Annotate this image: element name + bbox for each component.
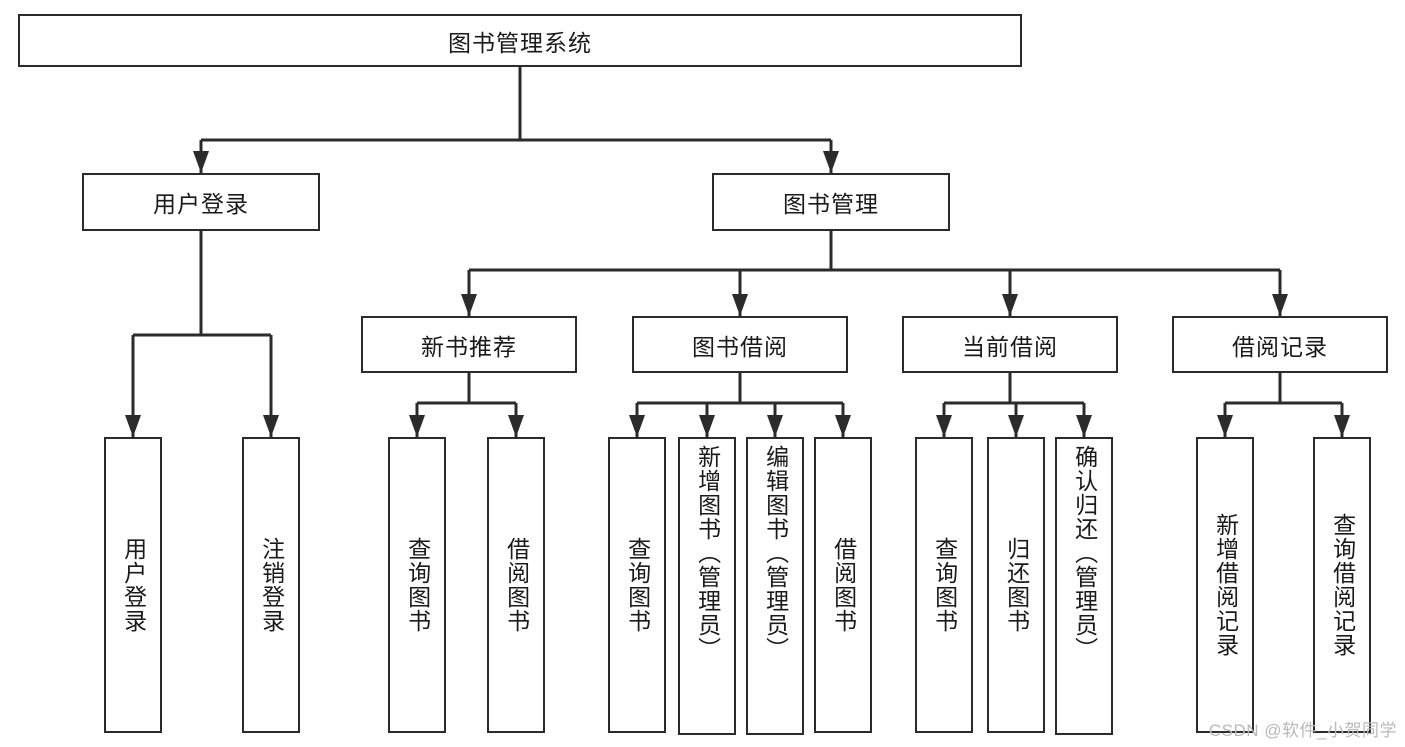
node-book-manage[interactable]: 图书管理 bbox=[712, 173, 950, 231]
arrowhead-icon bbox=[1334, 415, 1350, 437]
arrowhead-icon bbox=[1008, 415, 1024, 437]
node-leaf-add-record[interactable]: 新增借阅记录 bbox=[1196, 437, 1254, 733]
node-label: 新增图书（管理员） bbox=[694, 445, 721, 661]
node-label: 新书推荐 bbox=[421, 333, 517, 360]
arrowhead-icon bbox=[409, 415, 425, 437]
node-label: 查询图书 bbox=[624, 537, 651, 633]
arrowhead-icon bbox=[1217, 415, 1233, 437]
arrowhead-icon bbox=[732, 294, 748, 316]
arrowhead-icon bbox=[1272, 294, 1288, 316]
node-leaf-add-book[interactable]: 新增图书（管理员） bbox=[678, 437, 736, 735]
arrowhead-icon bbox=[767, 415, 783, 437]
arrowhead-icon bbox=[125, 415, 141, 437]
arrowhead-icon bbox=[508, 415, 524, 437]
arrowhead-icon bbox=[699, 415, 715, 437]
node-label: 查询借阅记录 bbox=[1329, 513, 1356, 657]
node-label: 查询图书 bbox=[931, 537, 958, 633]
node-leaf-query-book-3[interactable]: 查询图书 bbox=[915, 437, 973, 733]
node-label: 借阅记录 bbox=[1232, 333, 1328, 360]
arrowhead-icon bbox=[823, 151, 839, 173]
node-leaf-edit-book[interactable]: 编辑图书（管理员） bbox=[746, 437, 804, 735]
node-borrow-record[interactable]: 借阅记录 bbox=[1172, 316, 1388, 373]
node-current-borrow[interactable]: 当前借阅 bbox=[902, 316, 1118, 373]
arrowhead-icon bbox=[193, 151, 209, 173]
node-leaf-borrow-book-2[interactable]: 借阅图书 bbox=[814, 437, 872, 733]
node-label: 用户登录 bbox=[120, 537, 147, 633]
node-user-login[interactable]: 用户登录 bbox=[82, 173, 320, 231]
node-label: 图书借阅 bbox=[692, 333, 788, 360]
arrowhead-icon bbox=[1076, 415, 1092, 437]
node-label: 编辑图书（管理员） bbox=[762, 445, 789, 661]
node-new-book-rec[interactable]: 新书推荐 bbox=[361, 316, 577, 373]
node-label: 借阅图书 bbox=[830, 537, 857, 633]
node-label: 查询图书 bbox=[404, 537, 431, 633]
node-label: 确认归还（管理员） bbox=[1071, 445, 1098, 661]
arrowhead-icon bbox=[835, 415, 851, 437]
arrowhead-icon bbox=[629, 415, 645, 437]
node-label: 借阅图书 bbox=[503, 537, 530, 633]
arrowhead-icon bbox=[263, 415, 279, 437]
node-leaf-query-book-1[interactable]: 查询图书 bbox=[388, 437, 446, 733]
node-label: 归还图书 bbox=[1003, 537, 1030, 633]
watermark: CSDN @软件_小贺同学 bbox=[1208, 721, 1397, 740]
node-leaf-query-record[interactable]: 查询借阅记录 bbox=[1313, 437, 1371, 733]
arrowhead-icon bbox=[1002, 294, 1018, 316]
node-leaf-user-logout[interactable]: 注销登录 bbox=[242, 437, 300, 733]
node-leaf-return-book[interactable]: 归还图书 bbox=[987, 437, 1045, 733]
node-label: 图书管理 bbox=[783, 191, 879, 217]
node-book-borrow[interactable]: 图书借阅 bbox=[632, 316, 848, 373]
arrowhead-icon bbox=[936, 415, 952, 437]
node-label: 注销登录 bbox=[258, 537, 285, 633]
node-leaf-query-book-2[interactable]: 查询图书 bbox=[608, 437, 666, 733]
node-label: 当前借阅 bbox=[962, 333, 1058, 360]
node-leaf-user-login[interactable]: 用户登录 bbox=[104, 437, 162, 733]
node-root[interactable]: 图书管理系统 bbox=[18, 14, 1022, 67]
node-label: 用户登录 bbox=[153, 191, 249, 217]
node-leaf-borrow-book-1[interactable]: 借阅图书 bbox=[487, 437, 545, 733]
arrowhead-icon bbox=[461, 294, 477, 316]
node-label: 新增借阅记录 bbox=[1212, 513, 1239, 657]
node-leaf-confirm-return[interactable]: 确认归还（管理员） bbox=[1055, 437, 1113, 735]
node-label: 图书管理系统 bbox=[448, 29, 592, 56]
